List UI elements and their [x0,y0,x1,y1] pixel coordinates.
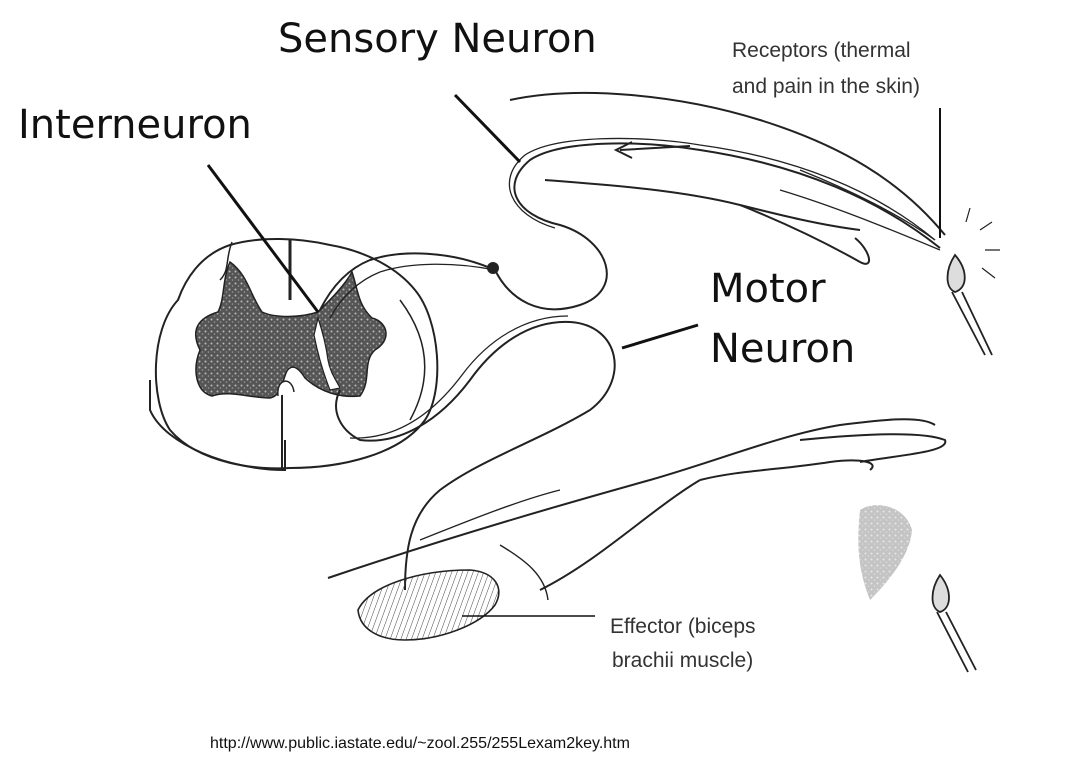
receptors-label-line1: Receptors (thermal [732,39,911,62]
interneuron-cell [313,315,341,391]
sensory-neuron-label: Sensory Neuron [278,16,597,62]
effector-label-line1: Effector (biceps [610,615,756,638]
candle-flame-upper [946,207,1000,356]
smoke-texture [858,505,912,600]
motor-neuron-path [335,315,616,591]
dorsal-root-ganglion [487,262,499,274]
responding-arm [327,418,947,601]
spinal-cord-section [149,237,439,472]
interneuron-leader [206,164,320,313]
sensory-neuron-path [319,137,941,319]
biceps-muscle [357,569,500,641]
interneuron-label: Interneuron [18,102,252,148]
source-url: http://www.public.iastate.edu/~zool.255/… [210,735,630,752]
motor-neuron-label-line1: Motor [710,266,826,312]
motor-neuron-label-line2: Neuron [710,326,856,372]
sensory-neuron-leader [453,93,522,164]
leader-lines [206,93,941,617]
motor-neuron-leader [621,323,699,350]
candle-flame-lower [931,573,977,673]
central-canal [277,380,295,397]
receptors-label-line2: and pain in the skin) [732,75,920,98]
sensory-direction-arrow [613,141,691,159]
effector-label-line2: brachii muscle) [612,649,754,672]
stimulated-hand [509,91,946,265]
